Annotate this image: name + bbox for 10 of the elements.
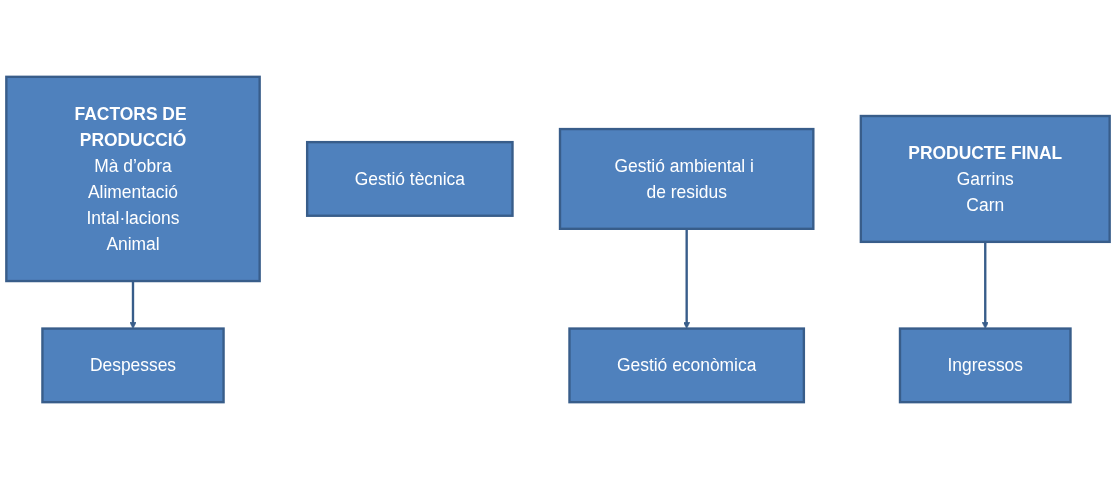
- arrow: [129, 281, 137, 329]
- node-box: PRODUCTE FINAL Garrins Carn: [859, 114, 1111, 244]
- node-box: Gestió econòmica: [568, 327, 806, 404]
- node-box: Despesses: [41, 327, 225, 404]
- arrow: [683, 228, 691, 329]
- node-box: Gestió ambiental i de residus: [558, 127, 815, 230]
- arrow: [981, 241, 989, 329]
- node-box: Ingressos: [898, 327, 1072, 404]
- node-box: Gestió tècnica: [305, 140, 514, 217]
- node-box: FACTORS DE PRODUCCIÓ Mà d’obra Alimentació Intal·lacions Animal: [5, 75, 261, 283]
